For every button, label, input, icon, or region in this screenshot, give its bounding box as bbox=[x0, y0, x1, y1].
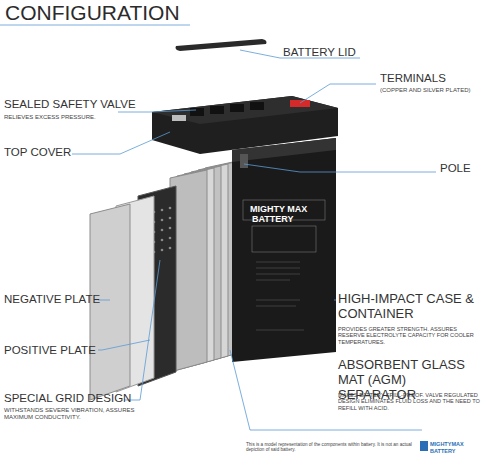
part-name: POSITIVE PLATE bbox=[4, 344, 96, 357]
brand-text: BATTERY bbox=[252, 214, 294, 224]
logo-text: BATTERY bbox=[430, 448, 455, 454]
terminal bbox=[290, 100, 310, 107]
part-note: WITHSTANDS SEVERE VIBRATION, ASSURES MAX… bbox=[4, 407, 154, 421]
battery-lid bbox=[176, 39, 267, 51]
caption: This is a model representation of the co… bbox=[246, 442, 418, 453]
logo-text: MIGHTYMAX bbox=[430, 441, 464, 447]
part-name: BATTERY LID bbox=[283, 46, 356, 59]
plate-stack bbox=[170, 160, 242, 372]
part-name: POLE bbox=[440, 162, 471, 175]
terminal bbox=[172, 115, 186, 121]
part-note: PROVIDES GREATER STRENGTH. ASSURES RESER… bbox=[338, 326, 484, 345]
part-name: SEALED SAFETY VALVE bbox=[4, 98, 136, 111]
part-note: MAKES BATTERY SPILL-PROOF. VALVE REGULAT… bbox=[338, 392, 484, 411]
part-name: TOP COVER bbox=[4, 146, 71, 159]
page-title: CONFIGURATION bbox=[5, 1, 180, 25]
part-note: (COPPER AND SILVER PLATED) bbox=[380, 87, 470, 94]
part-name: SPECIAL GRID DESIGN bbox=[4, 392, 131, 405]
part-note: RELIEVES EXCESS PRESSURE. bbox=[4, 114, 96, 121]
part-name: TERMINALS bbox=[380, 72, 446, 85]
part-name: HIGH-IMPACT CASE & CONTAINER bbox=[338, 292, 486, 322]
logo-mark bbox=[420, 441, 428, 451]
top-cover bbox=[152, 96, 338, 154]
brand-text: MIGHTY MAX bbox=[250, 204, 307, 214]
part-name: NEGATIVE PLATE bbox=[4, 293, 100, 306]
